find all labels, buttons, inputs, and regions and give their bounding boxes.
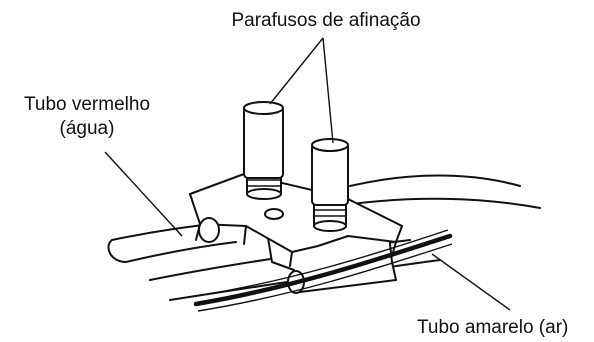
leader-red-tube: [104, 151, 183, 237]
adjusting-screw-right: [311, 138, 349, 232]
label-red-tube-line1: Tubo vermelho: [24, 94, 150, 115]
adjusting-screw-left: [243, 101, 284, 200]
leader-yellow-tube: [431, 253, 511, 311]
clamp-plate: [189, 173, 403, 267]
label-yellow-tube: Tubo amarelo (ar): [417, 317, 568, 338]
label-red-tube-line2: (água): [60, 118, 115, 139]
label-adjusting-screws: Parafusos de afinação: [231, 10, 420, 31]
leader-screw-right: [322, 37, 334, 144]
leader-screw-left: [269, 37, 324, 105]
plate-hole: [264, 208, 284, 220]
yellow-tube: [193, 229, 453, 312]
leader-lines: [104, 37, 511, 311]
